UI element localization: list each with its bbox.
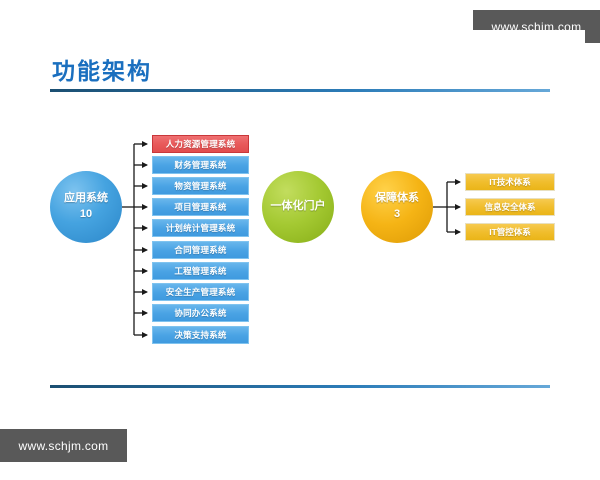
application-system-box[interactable]: 合同管理系统 (152, 241, 249, 259)
guarantee-item-box[interactable]: 信息安全体系 (465, 198, 555, 216)
title-divider (50, 89, 550, 92)
architecture-diagram: 应用系统 10 一体化门户 保障体系 3 人力资源管理系统财务管理系统物资管理系… (30, 92, 585, 382)
hub-label: 保障体系 (375, 192, 419, 205)
application-system-box[interactable]: 安全生产管理系统 (152, 283, 249, 301)
hub-label: 应用系统 (64, 192, 108, 205)
application-system-label: 物资管理系统 (174, 181, 227, 191)
application-system-label: 安全生产管理系统 (165, 287, 236, 297)
application-system-label: 项目管理系统 (174, 202, 227, 212)
hub-guarantee-system[interactable]: 保障体系 3 (356, 166, 438, 248)
application-system-box[interactable]: 人力资源管理系统 (152, 135, 249, 153)
application-system-box[interactable]: 工程管理系统 (152, 262, 249, 280)
application-system-box[interactable]: 协同办公系统 (152, 304, 249, 322)
hub-count: 10 (79, 208, 93, 220)
application-system-box[interactable]: 物资管理系统 (152, 177, 249, 195)
guarantee-item-label: IT技术体系 (489, 177, 531, 187)
application-system-label: 工程管理系统 (174, 266, 227, 276)
hub-application-systems[interactable]: 应用系统 10 (45, 166, 127, 248)
connector-lines (122, 141, 461, 338)
hub-integrated-portal[interactable]: 一体化门户 (257, 166, 339, 248)
guarantee-item-box[interactable]: IT技术体系 (465, 173, 555, 191)
application-system-label: 人力资源管理系统 (165, 139, 236, 149)
guarantee-item-label: IT管控体系 (489, 227, 531, 237)
application-system-box[interactable]: 财务管理系统 (152, 156, 249, 174)
slide-panel: 功能架构 (30, 30, 585, 420)
application-system-box[interactable]: 决策支持系统 (152, 326, 249, 344)
guarantee-item-label: 信息安全体系 (484, 202, 536, 212)
bottom-divider (50, 385, 550, 388)
application-system-box[interactable]: 项目管理系统 (152, 198, 249, 216)
application-system-label: 决策支持系统 (174, 330, 227, 340)
application-system-label: 计划统计管理系统 (165, 223, 236, 233)
page-title: 功能架构 (52, 58, 152, 84)
application-system-label: 合同管理系统 (174, 245, 227, 255)
application-system-label: 协同办公系统 (174, 308, 227, 318)
hub-label: 一体化门户 (270, 200, 326, 213)
guarantee-item-box[interactable]: IT管控体系 (465, 223, 555, 241)
application-system-label: 财务管理系统 (174, 160, 227, 170)
hub-count: 3 (393, 208, 401, 220)
application-system-box[interactable]: 计划统计管理系统 (152, 219, 249, 237)
watermark-bottom: www.schjm.com (0, 429, 127, 462)
